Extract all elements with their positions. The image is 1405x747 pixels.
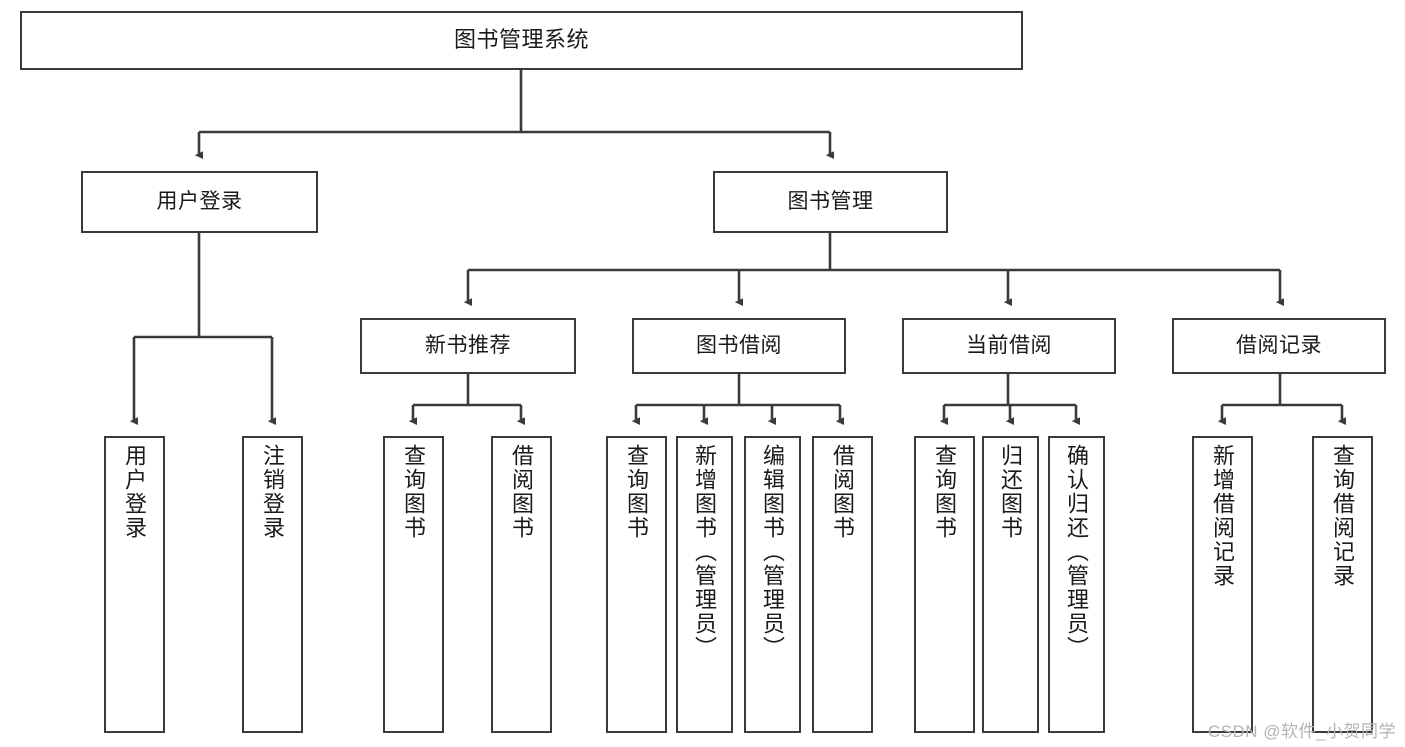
node-leaf-user-login-label: 用户登录 xyxy=(122,444,148,540)
edge-group-borrow-record xyxy=(1217,374,1347,426)
edge-group-user-login xyxy=(129,233,277,426)
node-leaf-query-book-1[interactable]: 查询图书 xyxy=(383,436,444,733)
node-borrow-record[interactable]: 借阅记录 xyxy=(1172,318,1386,374)
node-root-system[interactable]: 图书管理系统 xyxy=(20,11,1023,70)
node-leaf-borrow-book-2-label: 借阅图书 xyxy=(830,444,856,540)
node-leaf-query-borrow-record-label: 查询借阅记录 xyxy=(1330,444,1356,588)
node-leaf-edit-book[interactable]: 编辑图书（管理员） xyxy=(744,436,801,733)
node-leaf-edit-book-label: 编辑图书（管理员） xyxy=(760,444,786,660)
node-new-book-recommend-label: 新书推荐 xyxy=(425,333,511,357)
node-leaf-query-book-2[interactable]: 查询图书 xyxy=(606,436,667,733)
node-borrow-record-label: 借阅记录 xyxy=(1236,333,1322,357)
edge-group-new-book-recommend xyxy=(408,374,526,426)
node-leaf-return-book[interactable]: 归还图书 xyxy=(982,436,1039,733)
node-root-system-label: 图书管理系统 xyxy=(453,27,589,53)
node-user-login[interactable]: 用户登录 xyxy=(81,171,318,233)
node-leaf-confirm-return[interactable]: 确认归还（管理员） xyxy=(1048,436,1105,733)
node-book-management-label: 图书管理 xyxy=(787,189,874,213)
csdn-watermark: CSDN @软件_小贺同学 xyxy=(1207,722,1396,741)
node-leaf-add-book-label: 新增图书（管理员） xyxy=(692,444,718,660)
node-leaf-query-book-3[interactable]: 查询图书 xyxy=(914,436,975,733)
edge-group-root xyxy=(194,70,835,160)
node-leaf-borrow-book-1-label: 借阅图书 xyxy=(509,444,535,540)
node-leaf-add-borrow-record[interactable]: 新增借阅记录 xyxy=(1192,436,1253,733)
node-user-login-label: 用户登录 xyxy=(156,189,243,213)
edge-group-book-management xyxy=(463,233,1285,307)
node-leaf-query-book-3-label: 查询图书 xyxy=(932,444,958,540)
node-leaf-logout-login[interactable]: 注销登录 xyxy=(242,436,303,733)
node-leaf-confirm-return-label: 确认归还（管理员） xyxy=(1064,444,1090,660)
node-new-book-recommend[interactable]: 新书推荐 xyxy=(360,318,576,374)
node-leaf-logout-login-label: 注销登录 xyxy=(260,444,286,540)
node-current-borrow[interactable]: 当前借阅 xyxy=(902,318,1116,374)
node-leaf-query-book-1-label: 查询图书 xyxy=(401,444,427,540)
node-leaf-add-book[interactable]: 新增图书（管理员） xyxy=(676,436,733,733)
node-leaf-user-login[interactable]: 用户登录 xyxy=(104,436,165,733)
node-leaf-return-book-label: 归还图书 xyxy=(998,444,1024,540)
node-leaf-borrow-book-1[interactable]: 借阅图书 xyxy=(491,436,552,733)
edge-group-current-borrow xyxy=(939,374,1081,426)
edge-group-book-borrow xyxy=(631,374,845,426)
node-current-borrow-label: 当前借阅 xyxy=(966,333,1052,357)
node-leaf-add-borrow-record-label: 新增借阅记录 xyxy=(1210,444,1236,588)
node-book-borrow-label: 图书借阅 xyxy=(696,333,782,357)
node-leaf-query-book-2-label: 查询图书 xyxy=(624,444,650,540)
node-book-management[interactable]: 图书管理 xyxy=(713,171,948,233)
node-leaf-borrow-book-2[interactable]: 借阅图书 xyxy=(812,436,873,733)
node-book-borrow[interactable]: 图书借阅 xyxy=(632,318,846,374)
node-leaf-query-borrow-record[interactable]: 查询借阅记录 xyxy=(1312,436,1373,733)
